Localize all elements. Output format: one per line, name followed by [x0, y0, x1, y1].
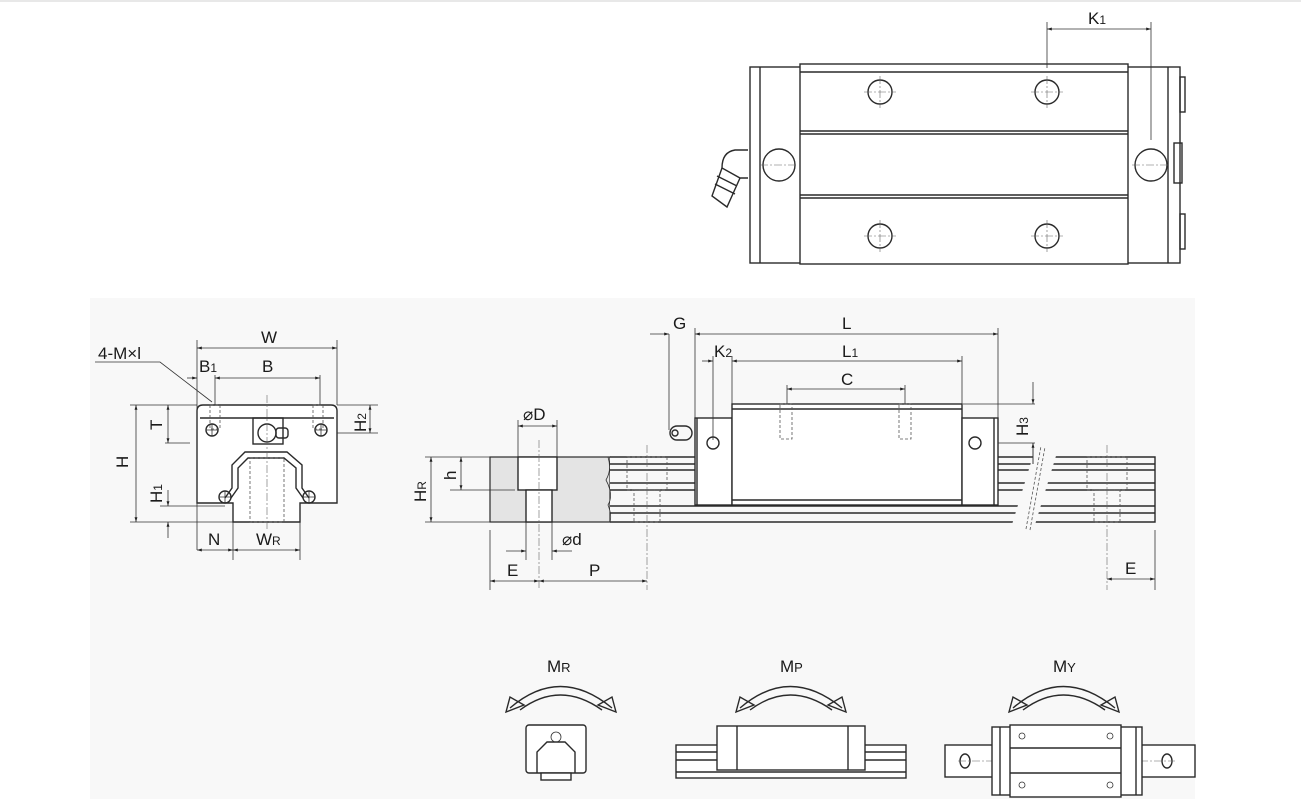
moment-label-mp: MP [780, 657, 803, 676]
dim-label-k1: K1 [1088, 9, 1106, 28]
grease-nipple-icon [711, 149, 748, 209]
rotation-arrow-icon [1012, 685, 1116, 709]
dim-label-b1: B1 [199, 357, 217, 376]
front-view: W B1 B 4-M×l H T H1 H2 N WR [95, 328, 378, 560]
dim-label-diameter-d-large: ⌀D [523, 405, 546, 424]
dim-label-h3: H3 [1013, 417, 1032, 436]
moment-yaw: MY [944, 657, 1196, 798]
dim-label-g: G [673, 314, 686, 333]
dim-label-hr: HR [411, 481, 430, 502]
lower-panel [90, 298, 1195, 799]
dim-label-h: H [113, 456, 132, 468]
dim-label-wr: WR [256, 530, 281, 549]
rotation-arrow-icon [509, 685, 613, 709]
dim-label-e-right: E [1125, 559, 1136, 578]
dim-label-k2: K2 [714, 342, 732, 361]
rotation-arrow-icon [739, 685, 843, 709]
dim-label-w: W [261, 328, 277, 347]
dim-label-4-m-l: 4-M×l [98, 344, 141, 363]
dim-label-diameter-d-small: ⌀d [562, 530, 582, 549]
dim-label-l: L [842, 314, 851, 333]
moment-roll: MR [504, 657, 618, 781]
moment-label-my: MY [1053, 657, 1076, 676]
dim-label-l1: L1 [842, 342, 858, 361]
top-border [0, 0, 1301, 2]
moment-pitch: MP [675, 657, 907, 779]
top-view: K1 [711, 9, 1186, 265]
screw-icon [205, 423, 328, 504]
side-view: G L K2 L1 C H3 ⌀D h HR ⌀d E P E [411, 314, 1156, 590]
dim-label-c: C [841, 370, 853, 389]
dim-label-t: T [147, 420, 166, 430]
dim-label-b: B [262, 357, 273, 376]
mounting-hole-icon [864, 76, 1063, 252]
moment-label-mr: MR [547, 657, 571, 676]
dim-label-e-left: E [507, 561, 518, 580]
dim-label-h2: H2 [351, 413, 370, 432]
leader-line [95, 361, 213, 403]
dim-label-p: P [589, 561, 600, 580]
dim-label-h-small: h [441, 471, 460, 480]
dim-label-h1: H1 [147, 484, 166, 503]
grease-nipple-icon [669, 425, 693, 441]
dim-label-n: N [208, 530, 220, 549]
